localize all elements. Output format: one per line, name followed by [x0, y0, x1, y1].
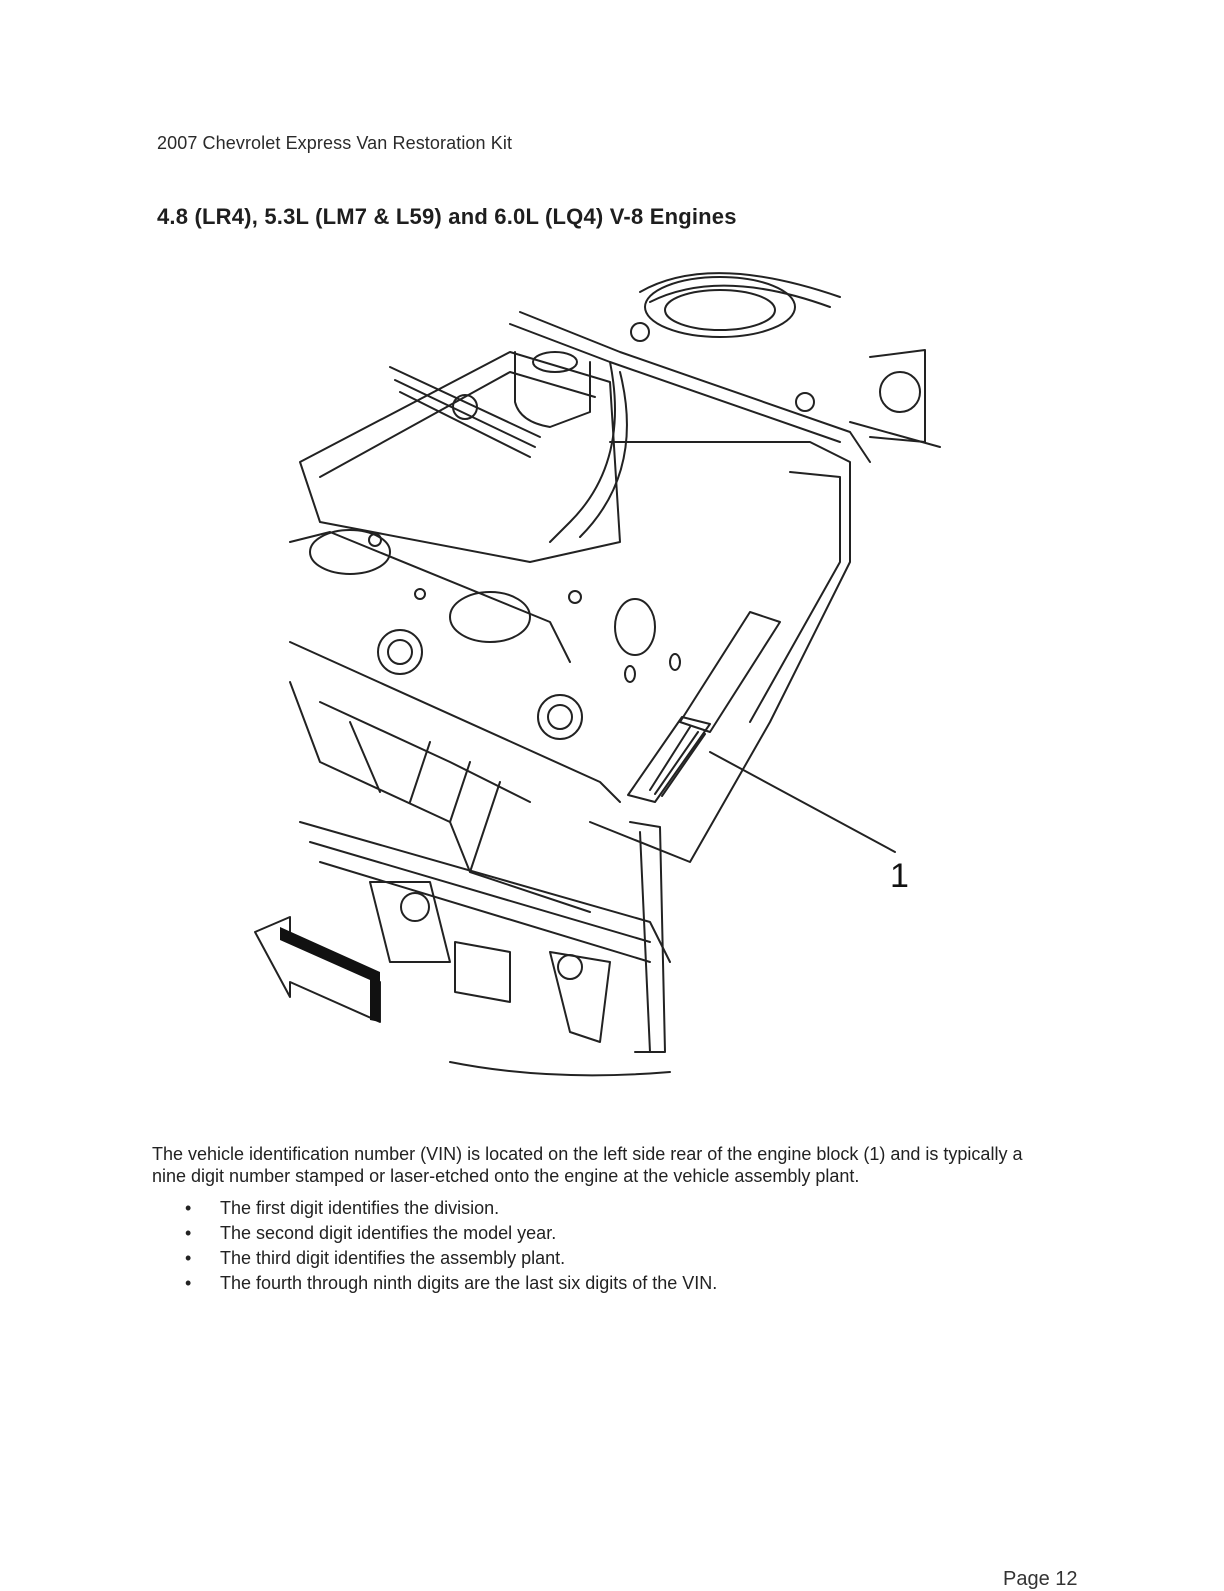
list-item: • The fourth through ninth digits are th… [185, 1271, 717, 1296]
page-number: Page 12 [1003, 1568, 1078, 1590]
section-title: 4.8 (LR4), 5.3L (LM7 & L59) and 6.0L (LQ… [157, 204, 737, 229]
list-item-text: The fourth through ninth digits are the … [220, 1273, 718, 1293]
list-item: • The second digit identifies the model … [185, 1221, 717, 1246]
callout-label-1: 1 [890, 857, 909, 895]
list-item-text: The third digit identifies the assembly … [220, 1248, 566, 1268]
vin-digit-list: • The first digit identifies the divisio… [185, 1196, 717, 1296]
bullet-icon: • [185, 1248, 192, 1268]
list-item-text: The first digit identifies the division. [220, 1198, 500, 1218]
list-item: • The first digit identifies the divisio… [185, 1196, 717, 1221]
list-item-text: The second digit identifies the model ye… [220, 1223, 557, 1243]
engine-block-illustration: 1 [254, 272, 941, 1077]
bullet-icon: • [185, 1273, 192, 1293]
vin-description-paragraph: The vehicle identification number (VIN) … [152, 1144, 1023, 1186]
bullet-icon: • [185, 1198, 192, 1218]
document-header: 2007 Chevrolet Express Van Restoration K… [157, 133, 513, 153]
list-item: • The third digit identifies the assembl… [185, 1246, 717, 1271]
engine-block-diagram: 1 [150, 262, 950, 1092]
bullet-icon: • [185, 1223, 192, 1243]
